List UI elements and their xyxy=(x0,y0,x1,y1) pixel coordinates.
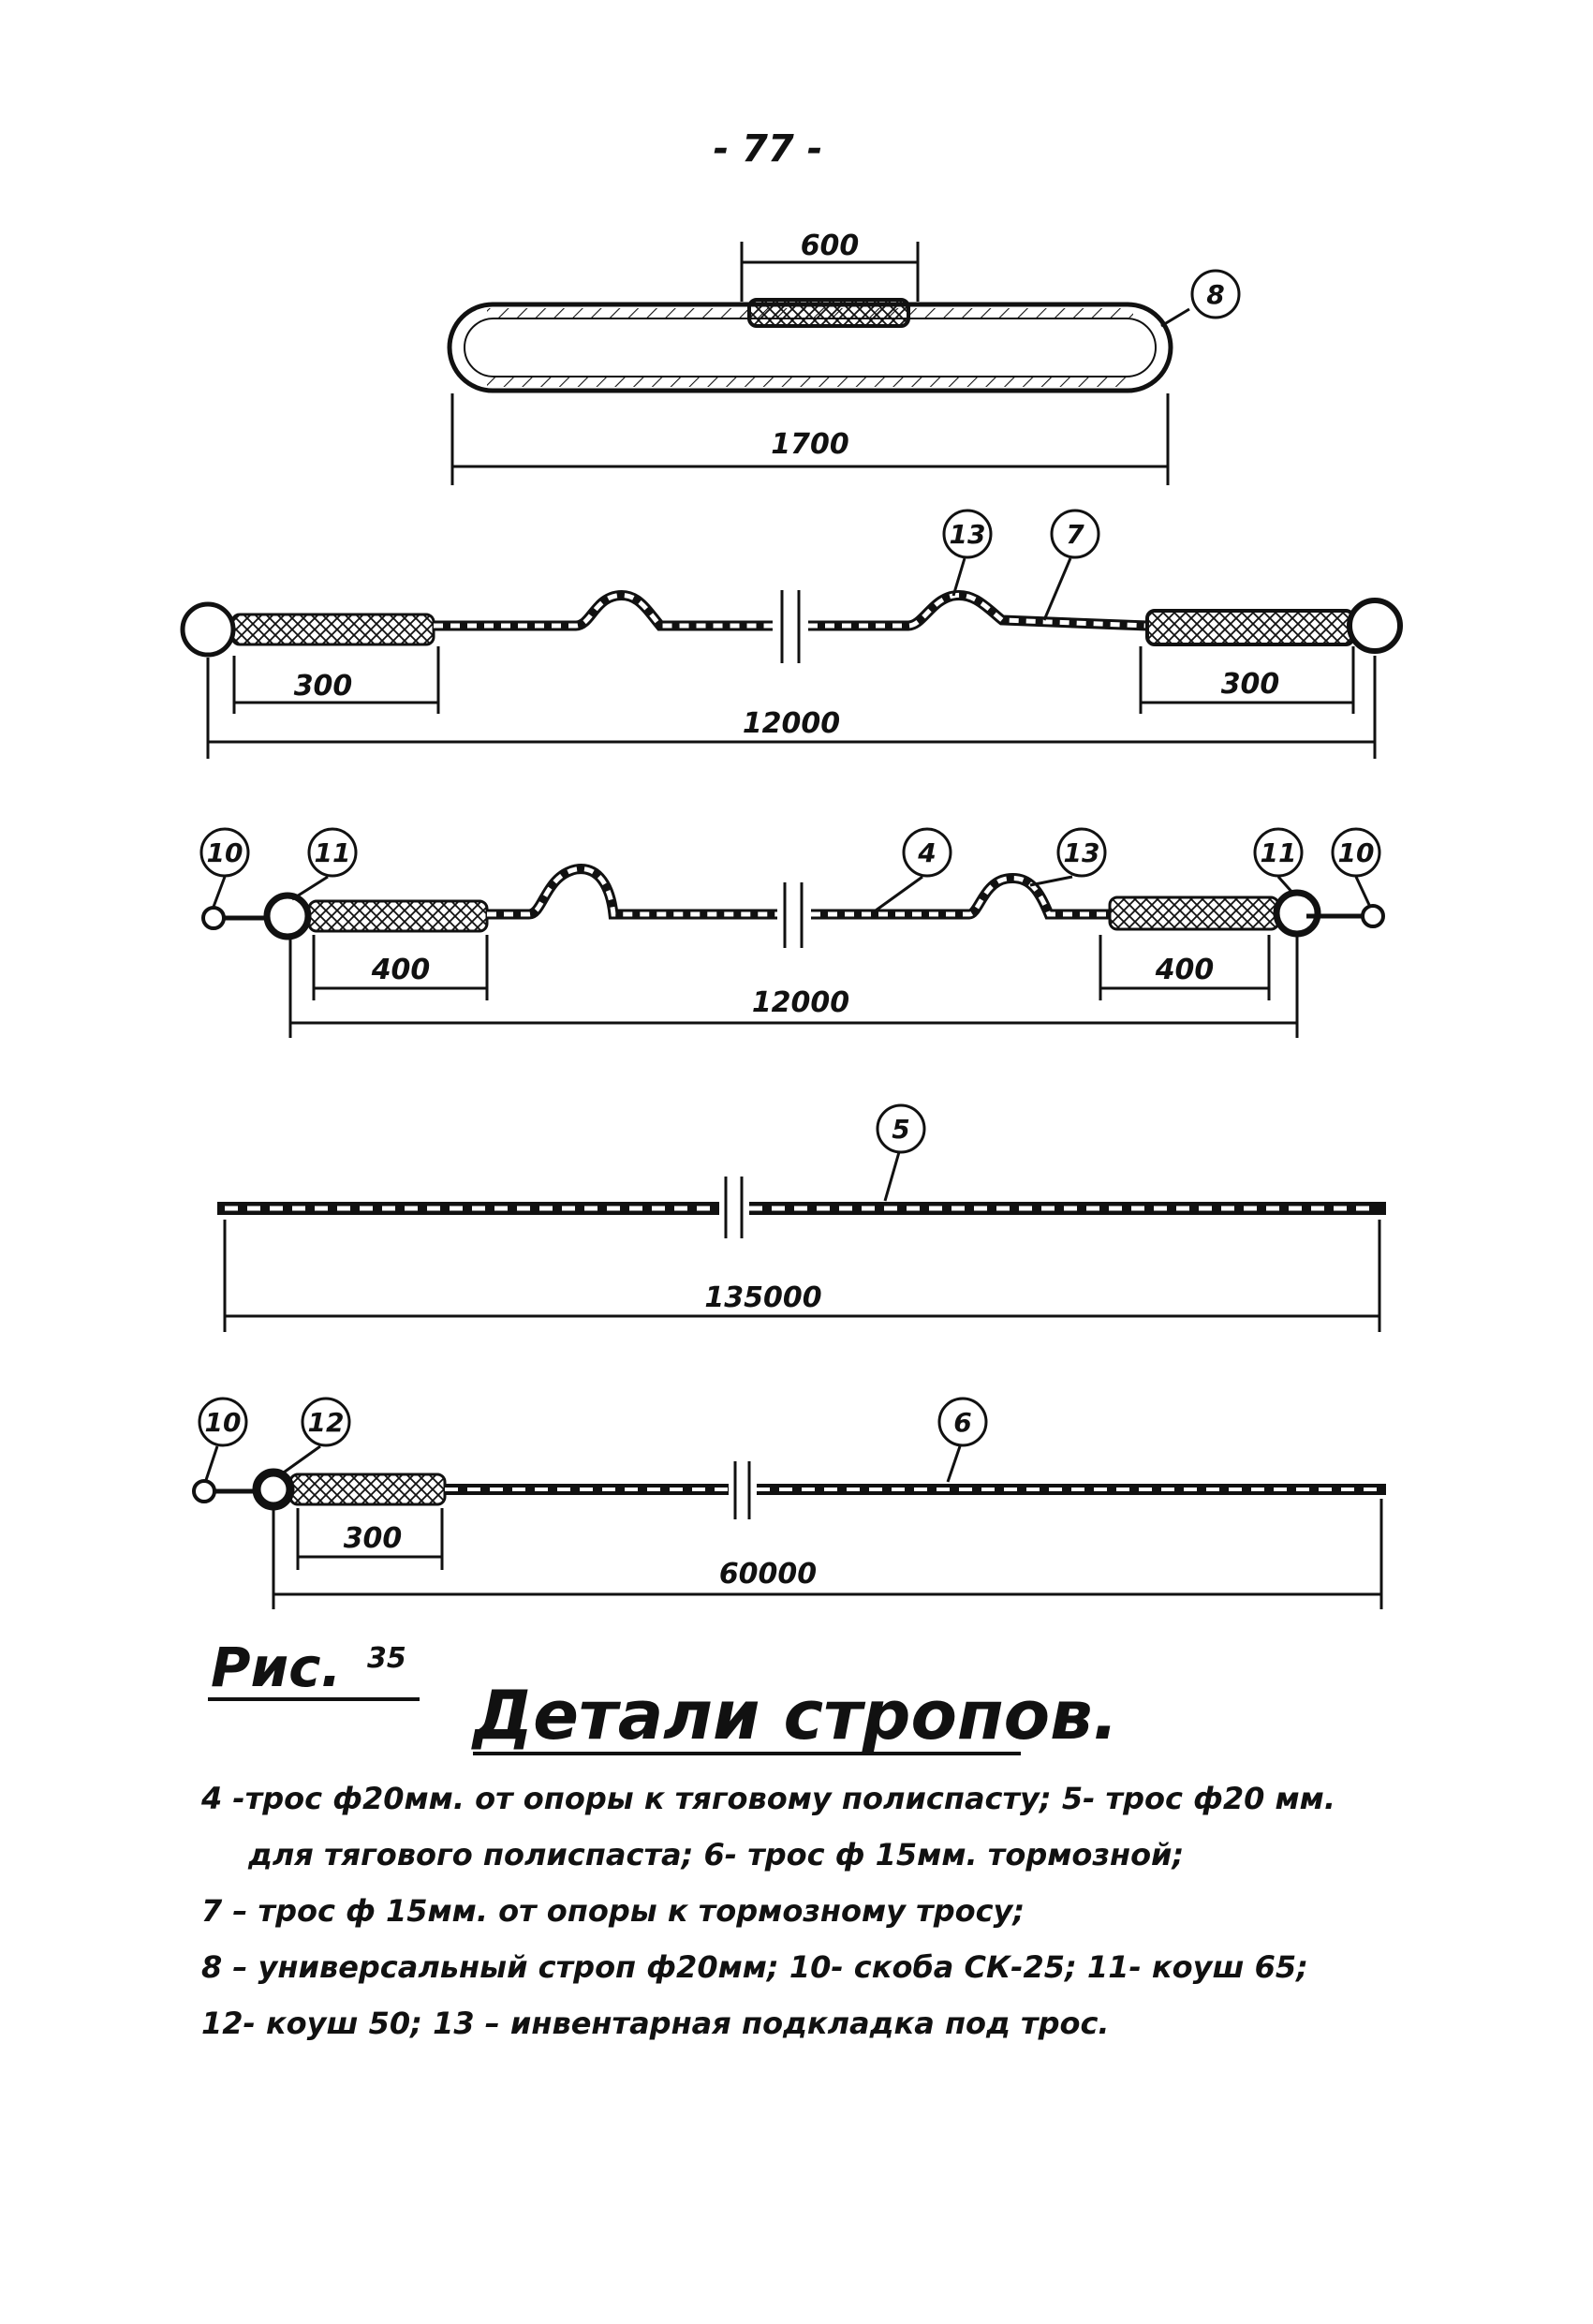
callout-10-left-circle xyxy=(199,827,250,878)
dim-400-left-label: 400 xyxy=(371,954,431,986)
callout-4-circle xyxy=(902,827,952,878)
caption-line: для тягового полиспаста; 6- трос ф 15мм.… xyxy=(248,1837,1185,1873)
caption-line: 7 – трос ф 15мм. от опоры к тормозному т… xyxy=(201,1893,1025,1929)
rope-right-segment xyxy=(811,872,1110,920)
dim-400-right-label: 400 xyxy=(1155,954,1215,986)
figure-label: Рис. xyxy=(211,1636,342,1699)
callout-10-circle xyxy=(198,1397,248,1447)
dim-300-label: 300 xyxy=(344,1522,403,1555)
callout-6-circle xyxy=(937,1397,988,1447)
callout-7-leader xyxy=(1042,557,1072,621)
callout-8-circle xyxy=(1190,269,1241,319)
caption-line: 12- коуш 50; 13 – инвентарная подкладка … xyxy=(201,2006,1110,2041)
callout-10-right-circle xyxy=(1331,827,1381,878)
callout-10-right-label: 10 xyxy=(1338,837,1375,868)
callout-13-circle xyxy=(942,509,993,559)
caption-line: 4 -трос ф20мм. от опоры к тяговому полис… xyxy=(201,1781,1335,1816)
callout-13-label: 13 xyxy=(1064,837,1100,868)
left-end-splice xyxy=(288,1473,447,1506)
dim-12000-label: 12000 xyxy=(743,707,840,740)
dim-1700-label: 1700 xyxy=(771,428,849,461)
callout-11-right-label: 11 xyxy=(1261,837,1297,868)
dim-600-label: 600 xyxy=(801,229,860,262)
figure-number: 35 xyxy=(367,1642,406,1675)
rope-left-segment-inner xyxy=(487,866,777,917)
callout-11-left-label: 11 xyxy=(315,837,351,868)
callout-6-leader xyxy=(946,1445,962,1483)
dim-300-left-label: 300 xyxy=(294,670,353,703)
page-number: - 77 - xyxy=(714,127,823,170)
left-end-splice xyxy=(307,899,489,933)
right-end-splice xyxy=(1145,609,1355,646)
callout-11-right-circle xyxy=(1253,827,1304,878)
callout-5-leader xyxy=(883,1151,901,1202)
callout-6-label: 6 xyxy=(953,1407,971,1438)
rope-right-segment xyxy=(808,589,1148,631)
left-shackle xyxy=(192,1479,216,1503)
callout-13-leader xyxy=(1029,875,1073,887)
dim-300-right-label: 300 xyxy=(1221,668,1280,701)
callout-10-left-leader xyxy=(212,876,227,908)
left-thimble xyxy=(263,892,312,940)
left-thimble xyxy=(252,1468,295,1511)
callout-13-label: 13 xyxy=(950,519,986,550)
callout-7-circle xyxy=(1050,509,1100,559)
dim-12000-label: 12000 xyxy=(752,986,849,1019)
callout-12-label: 12 xyxy=(308,1407,345,1438)
sling-splice xyxy=(747,298,910,328)
figure-caption: 4 -трос ф20мм. от опоры к тяговому полис… xyxy=(201,1770,1419,2051)
rope-right-segment-inner xyxy=(811,875,1110,917)
sling-8-diagram: 600 1700 8 xyxy=(447,229,1241,485)
right-end-splice xyxy=(1108,896,1280,931)
right-thimble xyxy=(1273,889,1321,938)
callout-11-left-circle xyxy=(307,827,358,878)
callout-11-left-leader xyxy=(291,875,329,901)
right-eye xyxy=(1347,598,1403,654)
callout-10-right-leader xyxy=(1354,876,1371,906)
callout-8-leader xyxy=(1160,307,1190,328)
dim-60000-label: 60000 xyxy=(719,1558,817,1591)
left-shackle xyxy=(201,906,226,930)
callout-7-label: 7 xyxy=(1066,519,1084,550)
callout-11-right-leader xyxy=(1276,875,1296,896)
callout-5-label: 5 xyxy=(892,1114,909,1145)
right-shackle xyxy=(1361,904,1385,928)
rope-6-diagram: 300 60000 10 12 6 xyxy=(192,1397,1386,1609)
callout-12-circle xyxy=(301,1397,351,1447)
dim-135000-label: 135000 xyxy=(704,1281,821,1314)
rope-left-segment xyxy=(434,589,773,631)
callout-10-left-label: 10 xyxy=(207,837,243,868)
rope-4-diagram: 400 400 12000 10 11 4 13 11 10 xyxy=(199,827,1385,1038)
rope-7-diagram: 300 300 12000 13 7 xyxy=(180,509,1403,759)
caption-line: 8 – универсальный строп ф20мм; 10- скоба… xyxy=(201,1949,1308,1985)
callout-13-leader xyxy=(951,557,966,597)
callout-10-label: 10 xyxy=(205,1407,242,1438)
callout-10-leader xyxy=(204,1445,219,1481)
callout-12-leader xyxy=(280,1444,321,1476)
left-end-splice xyxy=(230,613,435,646)
figure-title: Детали стропов. xyxy=(471,1676,1118,1754)
rope-left-segment-inner xyxy=(434,592,773,629)
callout-4-leader xyxy=(875,875,923,912)
callout-4-label: 4 xyxy=(917,837,936,868)
sling-bottom-hatch xyxy=(487,377,1133,387)
callout-8-label: 8 xyxy=(1206,279,1224,310)
rope-left-segment xyxy=(487,864,777,920)
rope-5-diagram: 135000 5 xyxy=(217,1103,1386,1332)
callout-5-circle xyxy=(876,1103,926,1154)
left-eye xyxy=(180,601,236,658)
callout-13-circle xyxy=(1056,827,1107,878)
